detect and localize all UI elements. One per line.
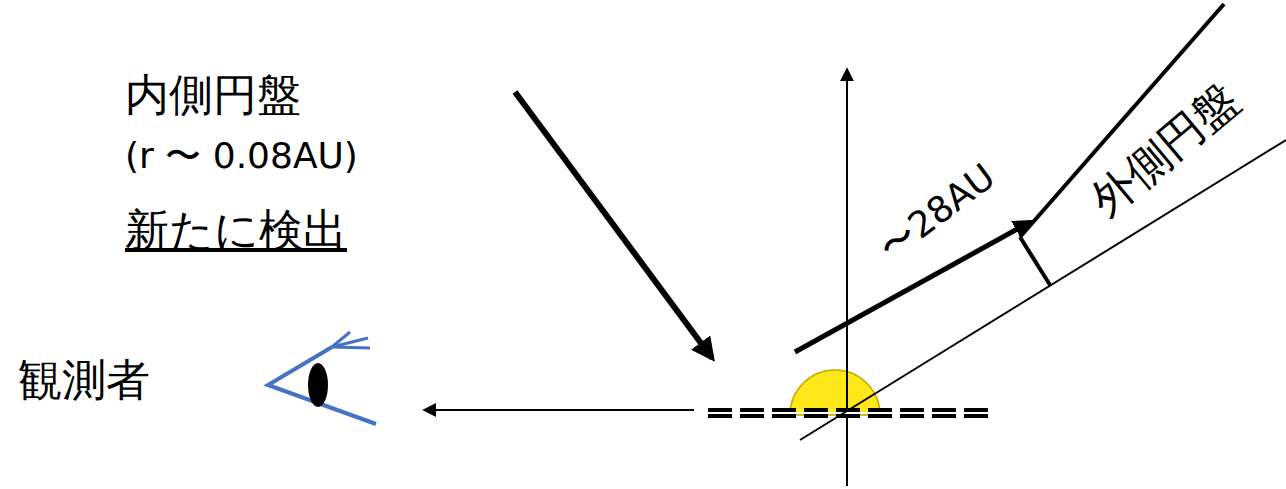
inner-disk-gap bbox=[708, 412, 994, 414]
rotation-axis bbox=[846, 70, 848, 486]
line-of-sight-arrow bbox=[425, 409, 694, 411]
observer-label: 観測者 bbox=[18, 355, 150, 406]
part-name: 内側円盤 bbox=[125, 70, 301, 121]
dimension-note: (r 〜 0.08AU) bbox=[125, 135, 358, 176]
callout-arrow bbox=[515, 92, 712, 358]
outer-disk-lower-edge bbox=[800, 140, 1286, 440]
star-symbol bbox=[790, 370, 880, 415]
dimension: 〜28AU bbox=[868, 153, 1005, 271]
eye-symbol bbox=[268, 332, 376, 424]
eyelash bbox=[332, 347, 370, 348]
eye-outline bbox=[268, 347, 376, 424]
outer-disk-inner-rim bbox=[1020, 237, 1050, 285]
note: 新たに検出 bbox=[125, 205, 347, 256]
eye-pupil bbox=[308, 363, 328, 407]
part-name: 外側円盤 bbox=[1078, 71, 1251, 228]
